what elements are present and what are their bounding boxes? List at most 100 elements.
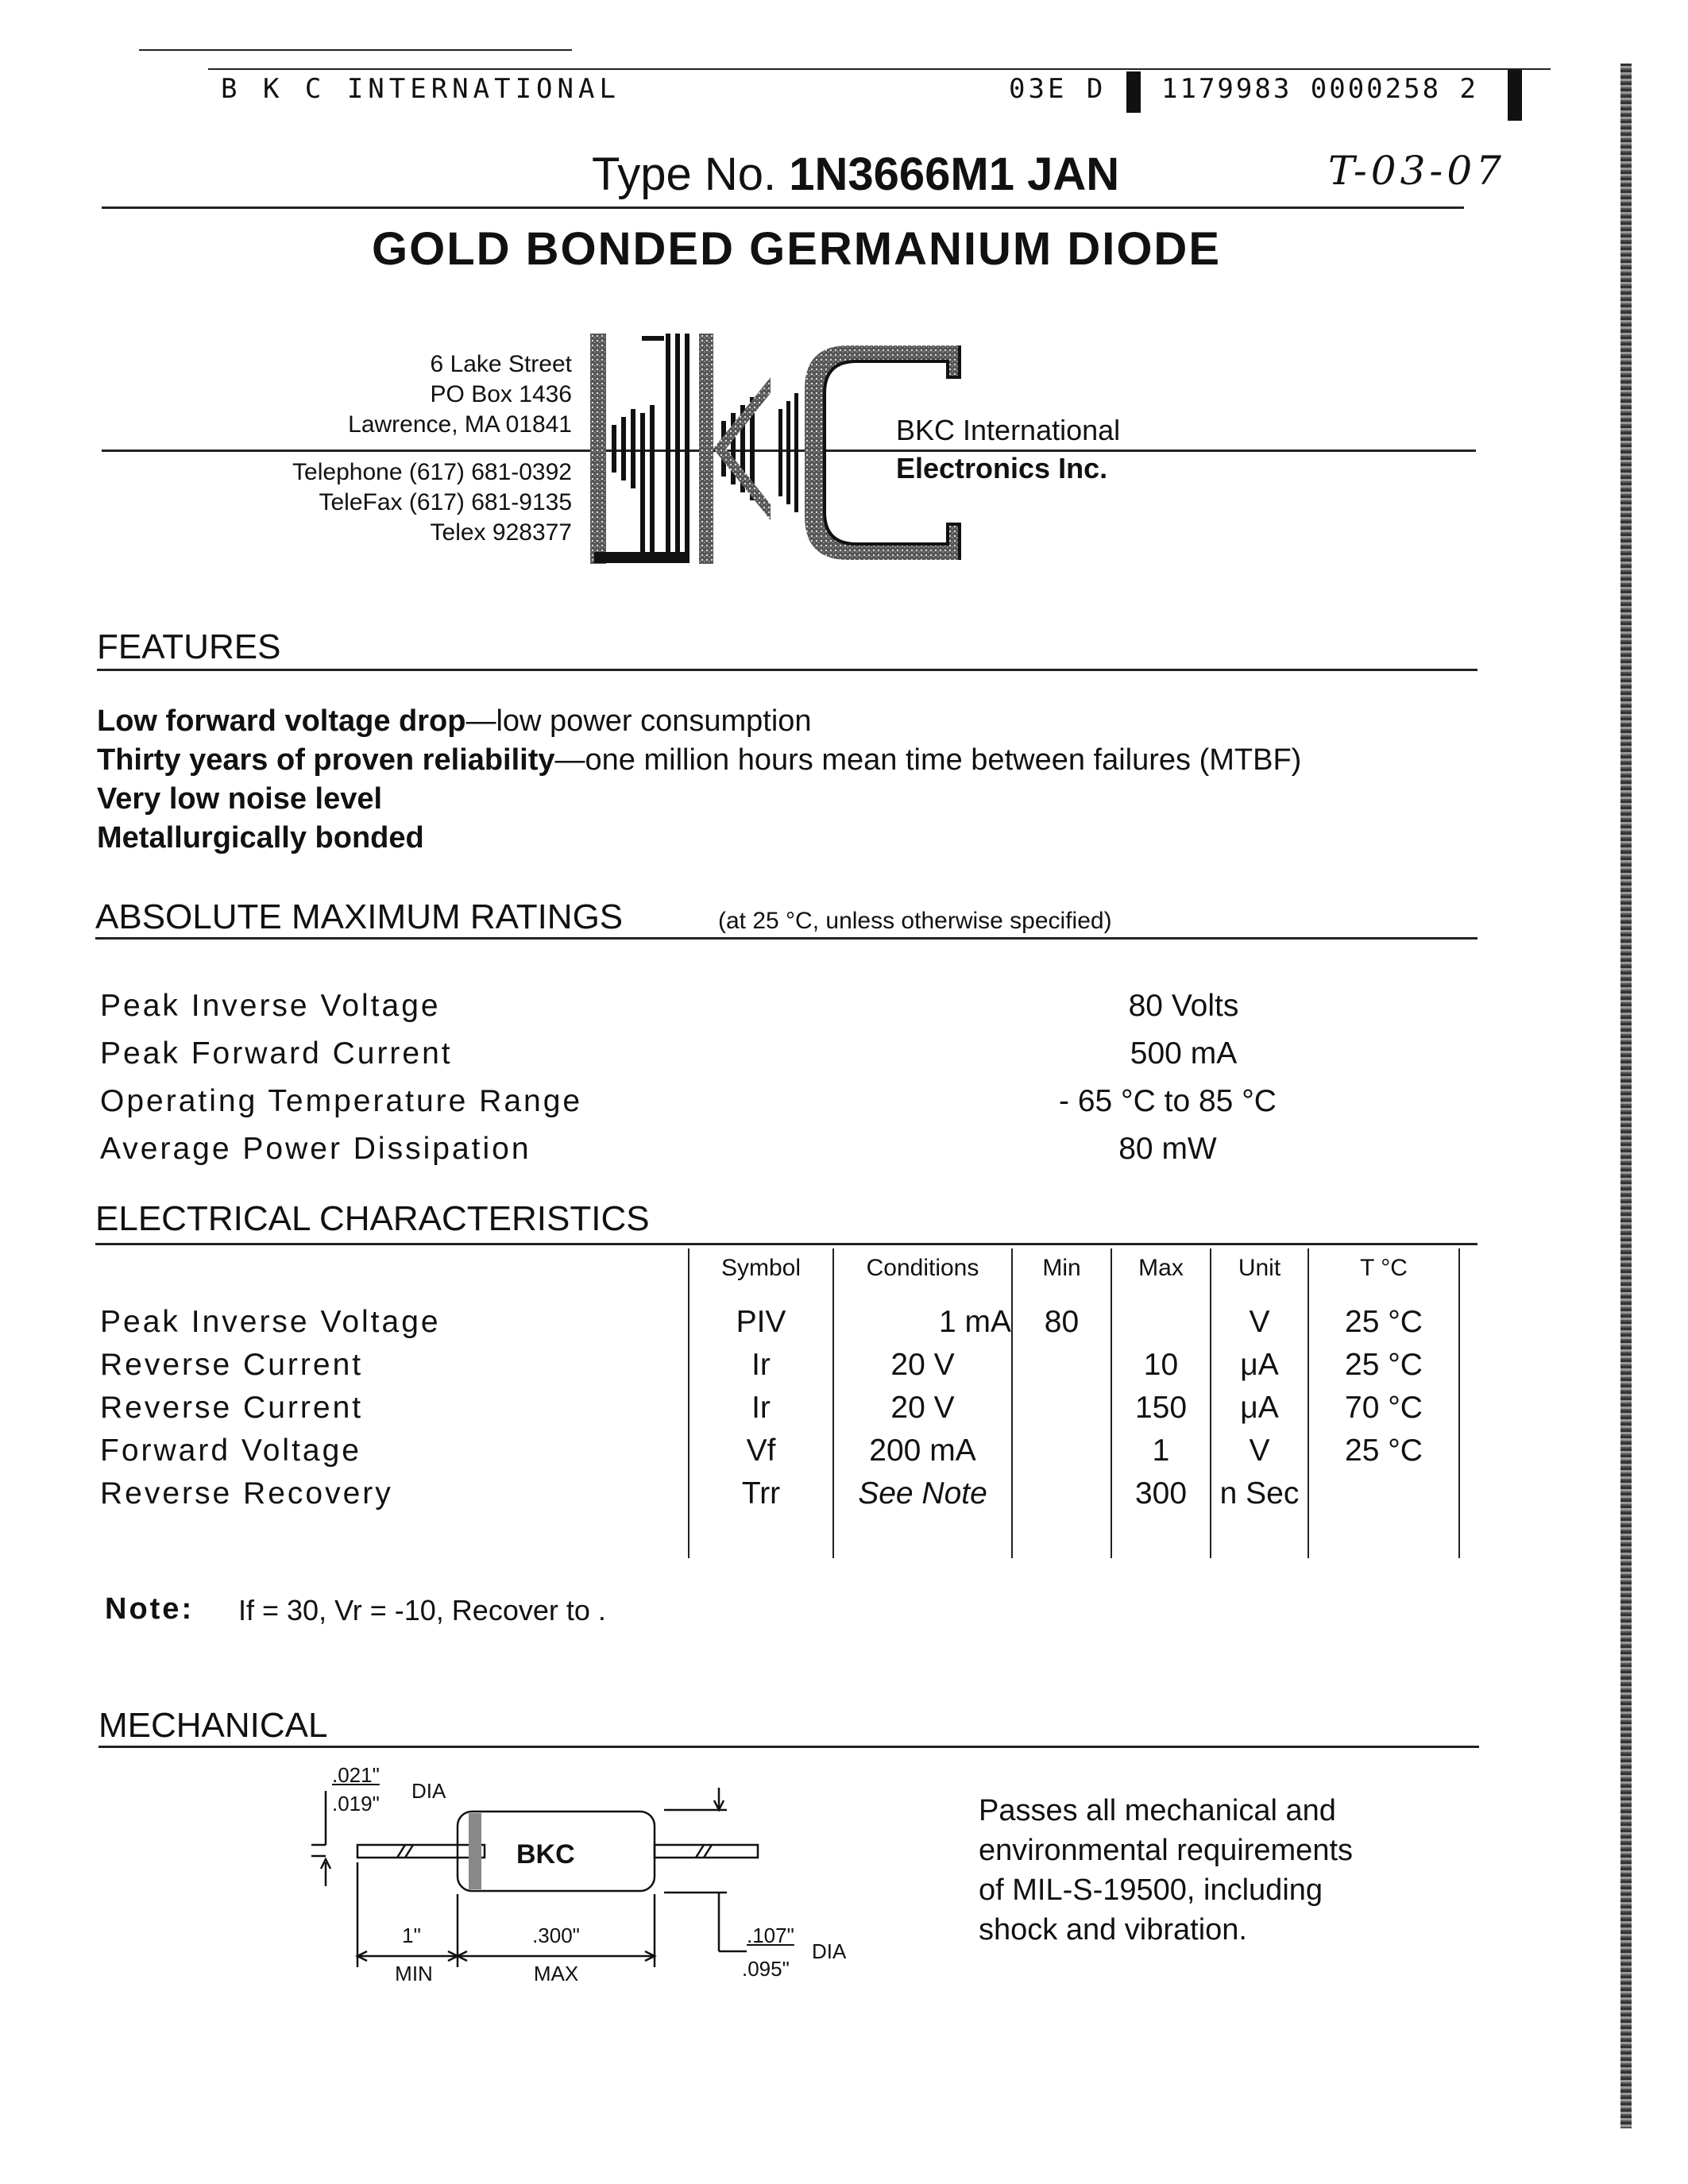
body-dia-bottom: .095" <box>742 1957 790 1981</box>
ratings-heading: ABSOLUTE MAXIMUM RATINGS <box>95 897 624 936</box>
mechanical-rule <box>98 1746 1479 1748</box>
note-text: If = 30, Vr = -10, Recover to . <box>238 1594 606 1626</box>
lead-dia-top: .021" <box>332 1763 380 1787</box>
row-temp: 70 °C <box>1345 1391 1423 1425</box>
company-line-1: BKC International <box>896 414 1121 446</box>
row-unit: μA <box>1240 1391 1279 1425</box>
header-code-right: 1179983 0000258 2 <box>1161 73 1478 105</box>
header-black-bar-1 <box>1126 71 1141 113</box>
feature-bold: Metallurgically bonded <box>97 821 424 855</box>
header-rule <box>208 68 1551 70</box>
type-number-line: Type No. 1N3666M1 JAN <box>592 148 1119 201</box>
address-street: 6 Lake Street <box>430 351 572 377</box>
address-telefax: TeleFax (617) 681-9135 <box>319 489 572 515</box>
lead-dia-unit: DIA <box>411 1779 446 1803</box>
address-po-box: PO Box 1436 <box>430 381 572 407</box>
table-divider <box>688 1248 689 1558</box>
address-city: Lawrence, MA 01841 <box>348 411 572 438</box>
table-divider <box>1210 1248 1211 1558</box>
body-dia-unit: DIA <box>812 1939 847 1963</box>
table-divider <box>832 1248 834 1558</box>
mechanical-description: Passes all mechanical and environmental … <box>979 1791 1353 1950</box>
row-max: 10 <box>1143 1348 1179 1382</box>
row-symbol: Ir <box>751 1391 771 1425</box>
note-label: Note: <box>105 1592 195 1626</box>
row-unit: V <box>1249 1305 1270 1339</box>
header-company: B K C INTERNATIONAL <box>221 73 620 105</box>
col-header-min: Min <box>1042 1255 1081 1281</box>
col-header-max: Max <box>1138 1255 1184 1281</box>
rating-value: 80 Volts <box>1128 989 1239 1023</box>
address-top: 6 Lake Street PO Box 1436 Lawrence, MA 0… <box>199 349 572 440</box>
feature-rest: —low power consumption <box>465 704 812 738</box>
mech-desc-line: shock and vibration. <box>979 1913 1247 1947</box>
feature-item: Very low noise level <box>97 780 1479 819</box>
rating-label: Peak Inverse Voltage <box>100 989 441 1023</box>
mech-desc-line: of MIL-S-19500, including <box>979 1873 1323 1907</box>
row-symbol: Trr <box>741 1476 781 1511</box>
row-conditions: 1 mA <box>938 1305 1011 1339</box>
header-black-bar-2 <box>1508 70 1522 121</box>
col-header-temp: T °C <box>1360 1255 1408 1281</box>
scan-edge <box>1620 64 1632 2128</box>
row-symbol: PIV <box>736 1305 786 1339</box>
feature-bold: Thirty years of proven reliability <box>97 743 555 777</box>
rating-label: Operating Temperature Range <box>100 1084 583 1118</box>
col-header-conditions: Conditions <box>866 1255 979 1281</box>
feature-bold: Low forward voltage drop <box>97 704 466 738</box>
table-divider <box>1458 1248 1460 1558</box>
ratings-rule <box>95 937 1477 940</box>
row-unit: μA <box>1240 1348 1279 1382</box>
address-bottom: Telephone (617) 681-0392 TeleFax (617) 6… <box>199 457 572 548</box>
feature-bold: Very low noise level <box>97 782 383 816</box>
row-label: Forward Voltage <box>100 1433 361 1468</box>
features-list: Low forward voltage drop—low power consu… <box>97 702 1479 858</box>
table-divider <box>1011 1248 1013 1558</box>
row-label: Reverse Recovery <box>100 1476 393 1511</box>
product-title: GOLD BONDED GERMANIUM DIODE <box>372 223 1221 275</box>
row-label: Peak Inverse Voltage <box>100 1305 441 1339</box>
row-temp: 25 °C <box>1345 1433 1423 1468</box>
rating-value: 80 mW <box>1118 1132 1217 1166</box>
row-max: 1 <box>1152 1433 1170 1468</box>
lead-length-note: MIN <box>395 1962 433 1985</box>
row-max: 150 <box>1134 1391 1188 1425</box>
electrical-heading: ELECTRICAL CHARACTERISTICS <box>95 1199 650 1238</box>
row-conditions: 20 V <box>890 1348 955 1382</box>
diode-body-label: BKC <box>516 1839 575 1870</box>
row-temp: 25 °C <box>1345 1305 1423 1339</box>
row-min: 80 <box>1044 1305 1080 1339</box>
row-symbol: Vf <box>746 1433 776 1468</box>
feature-item: Low forward voltage drop—low power consu… <box>97 702 1479 741</box>
body-length: .300" <box>532 1924 580 1947</box>
rating-value: 500 mA <box>1130 1036 1238 1071</box>
rating-label: Average Power Dissipation <box>100 1132 531 1166</box>
body-dia-top: .107" <box>747 1924 794 1947</box>
address-telephone: Telephone (617) 681-0392 <box>292 459 572 485</box>
row-conditions: 20 V <box>890 1391 955 1425</box>
features-rule <box>97 669 1477 671</box>
ratings-note: (at 25 °C, unless otherwise specified) <box>718 908 1112 934</box>
top-short-rule <box>139 49 572 51</box>
row-label: Reverse Current <box>100 1391 364 1425</box>
table-divider <box>1308 1248 1309 1558</box>
company-name: BKC International Electronics Inc. <box>896 411 1120 488</box>
row-label: Reverse Current <box>100 1348 364 1382</box>
row-symbol: Ir <box>751 1348 771 1382</box>
diode-drawing <box>311 1788 759 1967</box>
type-prefix: Type No. <box>592 149 777 200</box>
mech-desc-line: Passes all mechanical and <box>979 1794 1336 1827</box>
address-telex: Telex 928377 <box>430 519 572 546</box>
electrical-rule <box>95 1243 1477 1245</box>
feature-item: Thirty years of proven reliability—one m… <box>97 741 1479 780</box>
col-header-unit: Unit <box>1238 1255 1281 1281</box>
row-conditions: See Note <box>858 1476 987 1511</box>
feature-rest: —one million hours mean time between fai… <box>554 743 1302 777</box>
features-heading: FEATURES <box>97 627 281 666</box>
row-temp: 25 °C <box>1345 1348 1423 1382</box>
handwritten-code: T-03-07 <box>1328 148 1505 194</box>
lead-dia-bottom: .019" <box>332 1792 380 1815</box>
type-number: 1N3666M1 JAN <box>789 149 1120 200</box>
table-divider <box>1111 1248 1112 1558</box>
row-conditions: 200 mA <box>869 1433 976 1468</box>
